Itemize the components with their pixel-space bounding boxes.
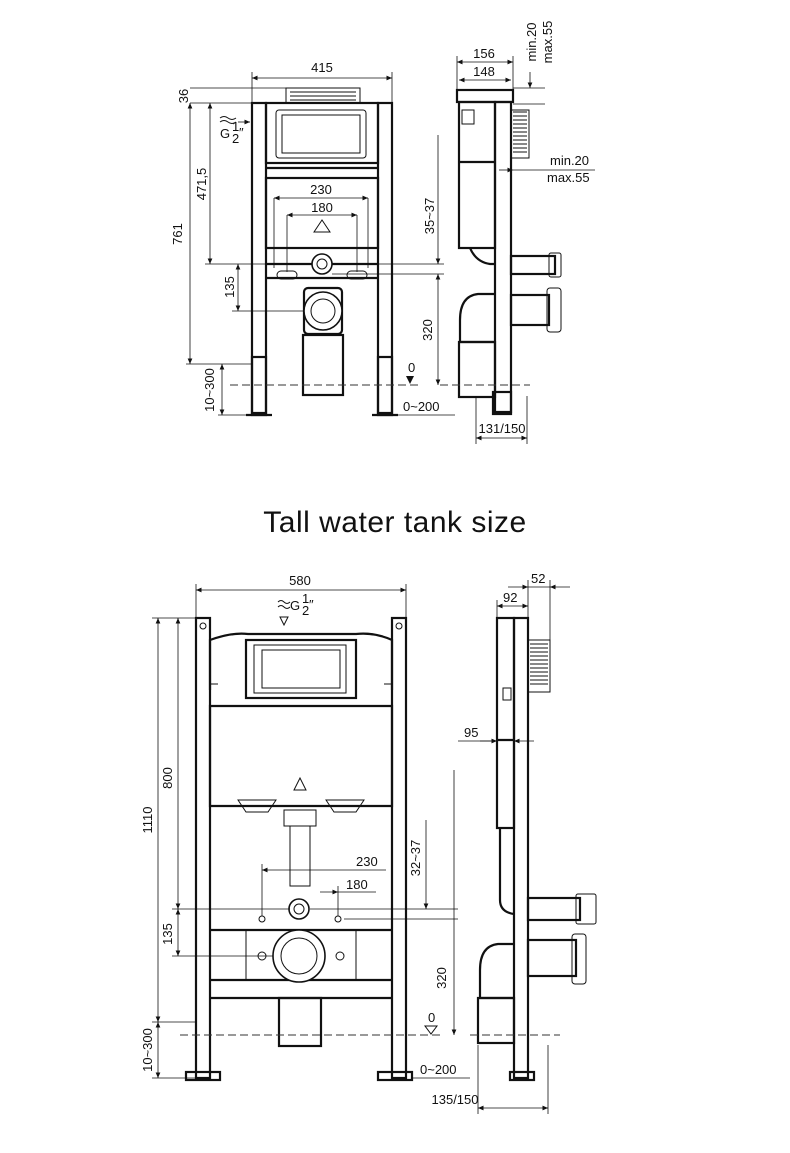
dim-135: 135 [222,276,237,298]
svg-text:2: 2 [302,603,309,618]
side-tank-body-2 [495,616,516,830]
side-frame-post-2 [512,616,530,1080]
right-frame-post-2 [390,616,408,1080]
dim-92: 92 [503,590,517,605]
top-side-view: 156 148 min.20 max.55 min.20 max.55 131/… [440,21,595,444]
section-title: Tall water tank size [263,506,527,539]
right-frame-post [376,101,394,415]
dim-4715: 471,5 [194,168,209,201]
dim-36: 36 [176,89,191,103]
dim-180-2: 180 [346,877,368,892]
dim-min20-top: min.20 [524,22,539,61]
bottom-inlet-label: G 1 2 ″ [277,591,314,627]
dim-0200-2: 0~200 [420,1062,457,1077]
svg-text:″: ″ [309,597,314,612]
svg-text:2: 2 [232,131,239,146]
dim-max55: max.55 [547,170,590,185]
bottom-front-view: 580 G 1 2 ″ 1110 800 135 230 180 [140,573,470,1082]
dim-131150: 131/150 [479,421,526,436]
bottom-side-view: 52 92 95 135/150 [432,571,597,1114]
svg-text:1: 1 [232,119,239,134]
dim-95: 95 [464,725,478,740]
dim-52: 52 [531,571,545,586]
dim-135-2: 135 [160,923,175,945]
dim-415: 415 [311,60,333,75]
dim-min20: min.20 [550,153,589,168]
dim-max55-top: max.55 [540,21,555,64]
dim-0200: 0~200 [403,399,440,414]
dim-3237: 32~37 [408,840,423,877]
dim-320: 320 [420,319,435,341]
dim-3537: 35~37 [422,198,437,235]
inlet-g-2: G [290,598,300,613]
dim-10300-2: 10~300 [140,1028,155,1072]
tank-lower [264,176,380,250]
dim-1110: 1110 [140,807,155,834]
svg-text:″: ″ [239,125,244,140]
left-frame-post-2 [194,616,212,1080]
left-frame-post [250,101,268,415]
level-zero-2: 0 [428,1010,435,1025]
dim-580: 580 [289,573,311,588]
top-inlet-label: G 1 2 ″ [219,116,250,146]
top-front-view: 415 36 G 1 2 ″ 471,5 761 230 180 [170,60,455,417]
inlet-g: G [220,126,230,141]
dim-761: 761 [170,223,185,245]
dim-320-2: 320 [434,967,449,989]
dim-156: 156 [473,46,495,61]
dim-230: 230 [310,182,332,197]
dim-148: 148 [473,64,495,79]
dim-10300: 10~300 [202,368,217,412]
dim-800: 800 [160,767,175,789]
tank-upper [264,101,380,165]
level-zero: 0 [408,360,415,375]
side-frame-post [493,100,513,414]
dim-135150: 135/150 [432,1092,479,1107]
dim-230-2: 230 [356,854,378,869]
svg-text:1: 1 [302,591,309,606]
dim-180: 180 [311,200,333,215]
